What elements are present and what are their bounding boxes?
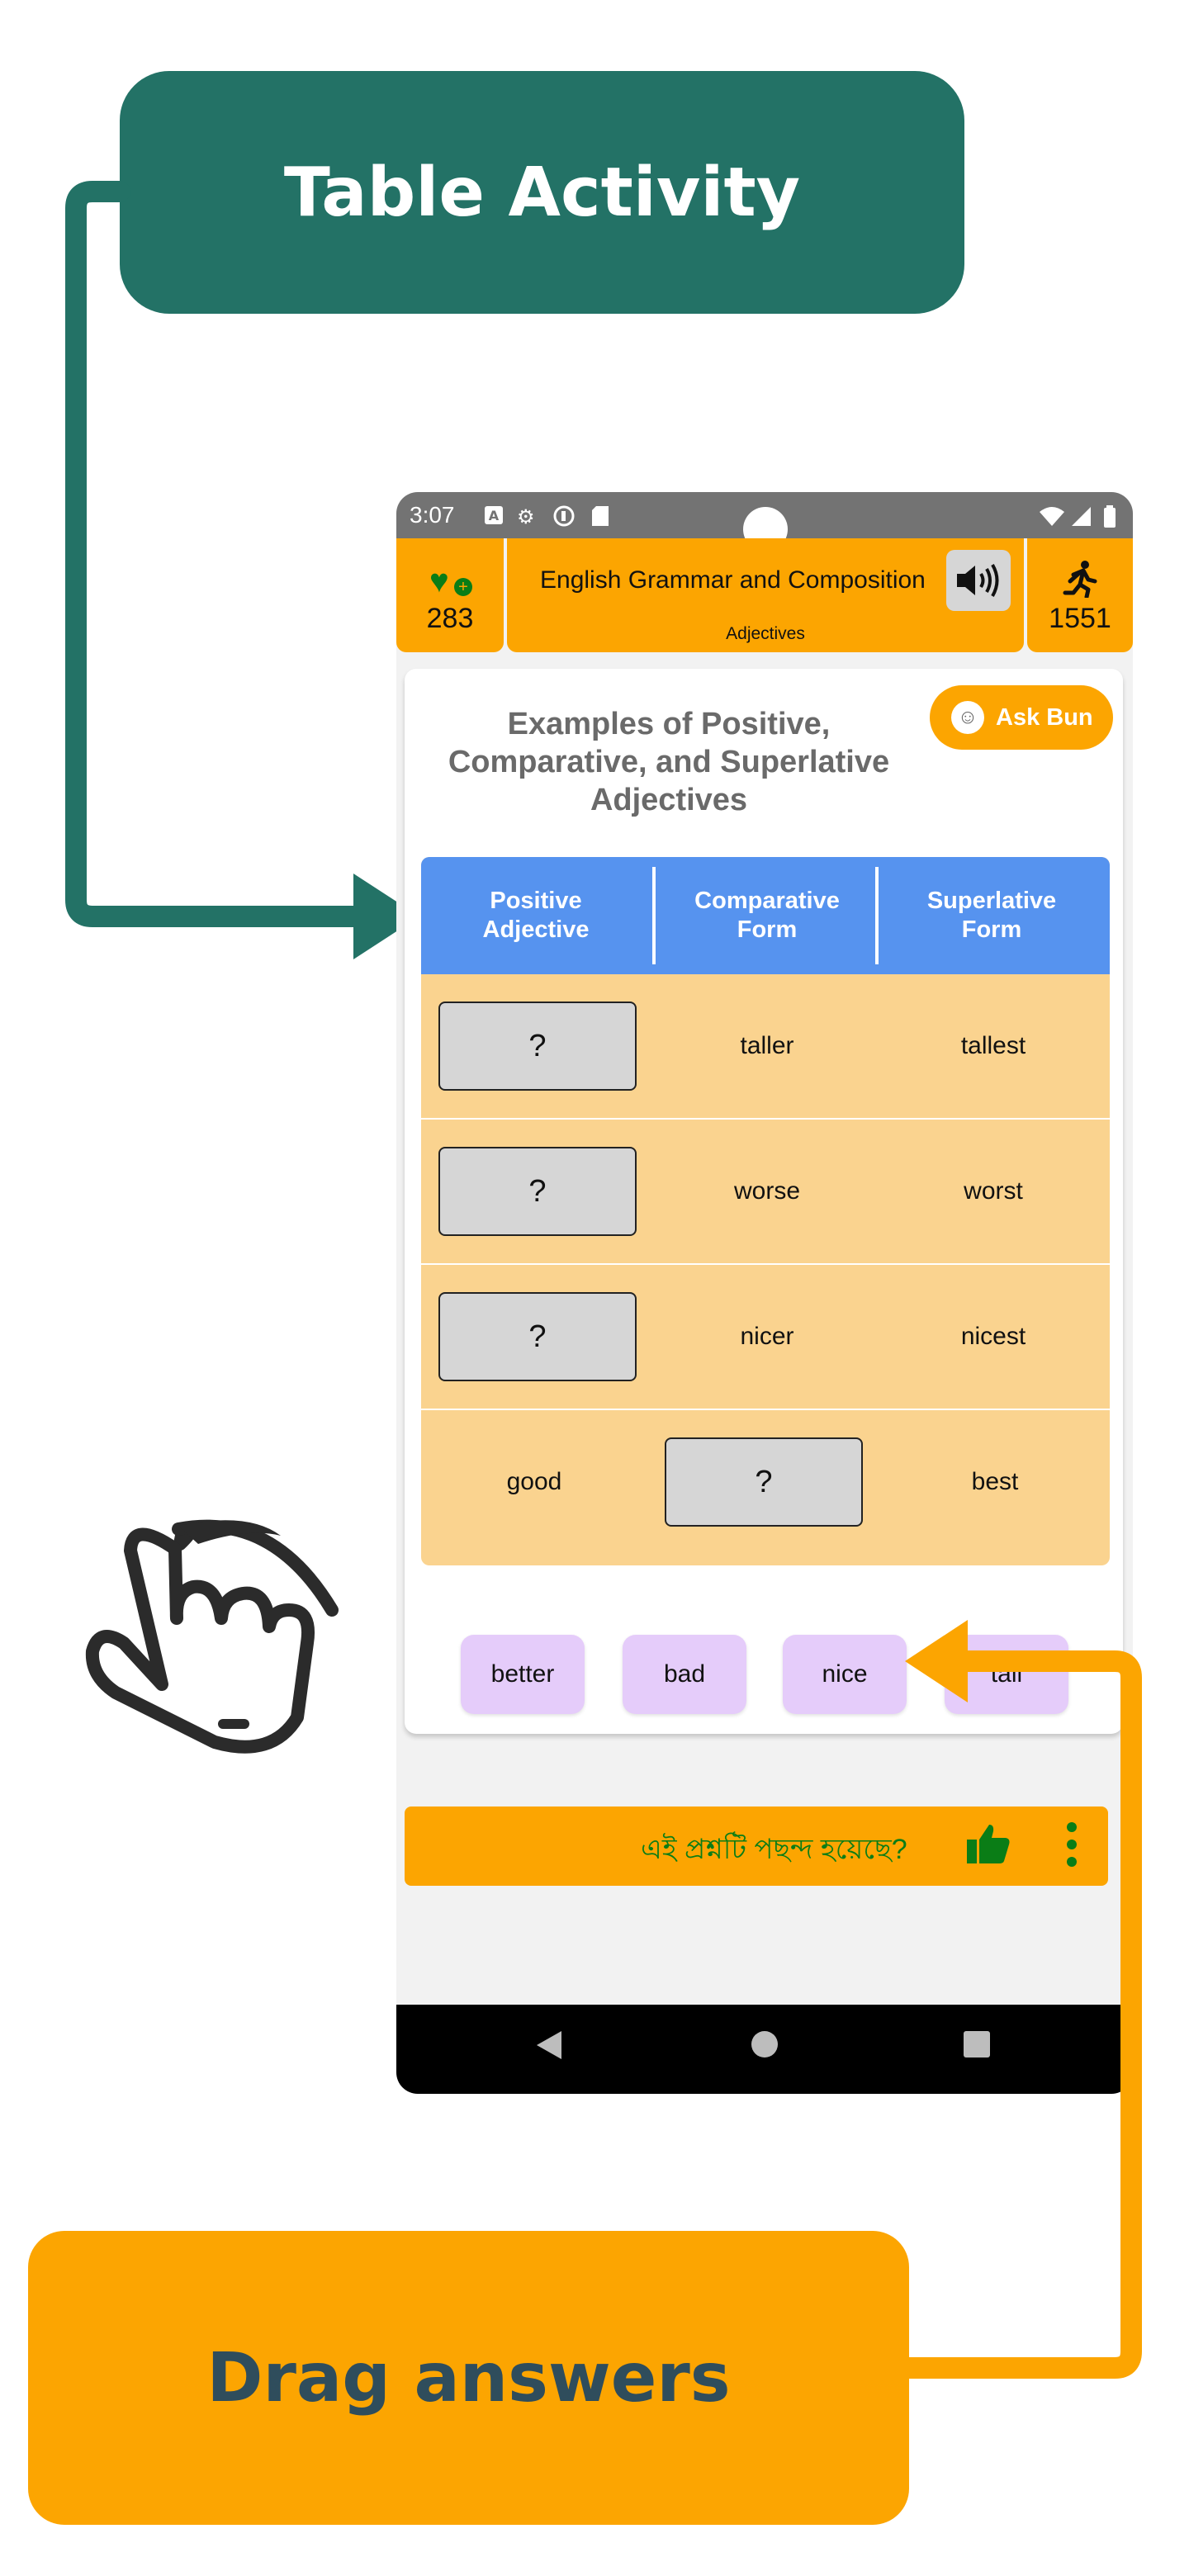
status-time: 3:07 bbox=[410, 502, 455, 528]
header-line: Positive bbox=[490, 888, 582, 914]
table-row: ? worse worst bbox=[421, 1120, 1110, 1265]
back-icon[interactable] bbox=[535, 2029, 563, 2069]
top-bar: ♥ + 283 English Grammar and Composition … bbox=[396, 538, 1133, 654]
title-line: Examples of Positive, bbox=[507, 707, 831, 741]
status-bar: 3:07 A ⚙ bbox=[396, 492, 1133, 552]
header-line: Superlative bbox=[926, 888, 1057, 914]
header-line: Adjective bbox=[482, 916, 590, 943]
drag-answers-callout: Drag answers bbox=[28, 2231, 909, 2525]
table-row: ? taller tallest bbox=[421, 974, 1110, 1120]
table-cell: tallest bbox=[960, 1032, 1026, 1059]
battery-icon bbox=[1103, 505, 1116, 534]
table-activity-callout: Table Activity bbox=[120, 71, 964, 314]
phone-screen: 3:07 A ⚙ ♥ + 283 English Grammar and Com… bbox=[396, 492, 1133, 2094]
speaker-icon bbox=[957, 563, 999, 598]
drop-slot[interactable]: ? bbox=[438, 1147, 637, 1236]
recents-icon[interactable] bbox=[963, 2029, 991, 2067]
home-icon[interactable] bbox=[750, 2029, 779, 2067]
ask-bun-button[interactable]: ☺ Ask Bun bbox=[930, 685, 1113, 750]
callout-top-label: Table Activity bbox=[283, 153, 801, 232]
runner-icon bbox=[1062, 560, 1098, 607]
header-line: Form bbox=[737, 916, 798, 943]
table-cell: best bbox=[971, 1468, 1019, 1495]
table-cell: worst bbox=[964, 1177, 1023, 1205]
sound-button[interactable] bbox=[946, 550, 1011, 611]
a-box-icon: A bbox=[484, 505, 504, 531]
score-box[interactable]: 1551 bbox=[1027, 538, 1133, 652]
header-line: Comparative bbox=[694, 888, 840, 914]
table-row: good ? best bbox=[421, 1410, 1110, 1554]
callout-bottom-label: Drag answers bbox=[206, 2338, 731, 2417]
table-cell: taller bbox=[740, 1032, 794, 1059]
table-cell: ? bbox=[651, 1410, 877, 1554]
table-cell: ? bbox=[424, 1265, 651, 1409]
table-cell: worse bbox=[733, 1177, 801, 1205]
answer-chip-bad[interactable]: bad bbox=[623, 1635, 746, 1714]
feedback-question: এই প্রশ্নটি পছন্দ হয়েছে? bbox=[641, 1834, 907, 1865]
header-divider bbox=[875, 867, 879, 964]
title-line: Comparative, and Superlative bbox=[448, 745, 890, 779]
answer-chip-nice[interactable]: nice bbox=[783, 1635, 907, 1714]
title-box: English Grammar and Composition Adjectiv… bbox=[507, 538, 1024, 652]
table-cell: ? bbox=[424, 1120, 651, 1263]
table-cell: nicest bbox=[960, 1323, 1026, 1350]
lives-box[interactable]: ♥ + 283 bbox=[396, 538, 504, 652]
gear-icon: ⚙ bbox=[517, 506, 535, 528]
ask-bun-label: Ask Bun bbox=[996, 703, 1093, 731]
bun-avatar-icon: ☺ bbox=[951, 701, 984, 734]
table-row: ? nicer nicest bbox=[421, 1265, 1110, 1410]
sd-card-icon bbox=[591, 505, 609, 533]
drop-slot[interactable]: ? bbox=[438, 1292, 637, 1381]
activity-card: ☺ Ask Bun Examples of Positive, Comparat… bbox=[405, 669, 1123, 1734]
signal-icon bbox=[1070, 505, 1092, 533]
feedback-bar: এই প্রশ্নটি পছন্দ হয়েছে? bbox=[405, 1807, 1108, 1886]
more-vertical-icon[interactable] bbox=[1063, 1821, 1080, 1868]
svg-text:A: A bbox=[489, 508, 500, 523]
drop-slot[interactable]: ? bbox=[438, 1002, 637, 1091]
drop-slot[interactable]: ? bbox=[665, 1437, 863, 1527]
activity-title: Examples of Positive, Comparative, and S… bbox=[429, 705, 908, 819]
title-line: Adjectives bbox=[590, 783, 748, 817]
lives-count: 283 bbox=[426, 603, 474, 634]
score-count: 1551 bbox=[1049, 603, 1111, 634]
thumbs-up-icon[interactable] bbox=[966, 1823, 1011, 1873]
wifi-icon bbox=[1039, 505, 1065, 533]
app-title: English Grammar and Composition bbox=[540, 566, 926, 594]
header-line: Form bbox=[961, 916, 1022, 943]
navigation-bar bbox=[396, 2005, 1133, 2094]
plus-icon: + bbox=[454, 578, 472, 596]
table-cell: good bbox=[506, 1468, 562, 1495]
table-cell: nicer bbox=[740, 1323, 794, 1350]
table-cell: ? bbox=[424, 974, 651, 1118]
heart-icon: ♥ bbox=[429, 563, 449, 599]
lesson-subtitle: Adjectives bbox=[726, 624, 805, 643]
header-divider bbox=[652, 867, 656, 964]
data-saver-icon bbox=[553, 505, 575, 533]
answer-chip-better[interactable]: better bbox=[461, 1635, 585, 1714]
